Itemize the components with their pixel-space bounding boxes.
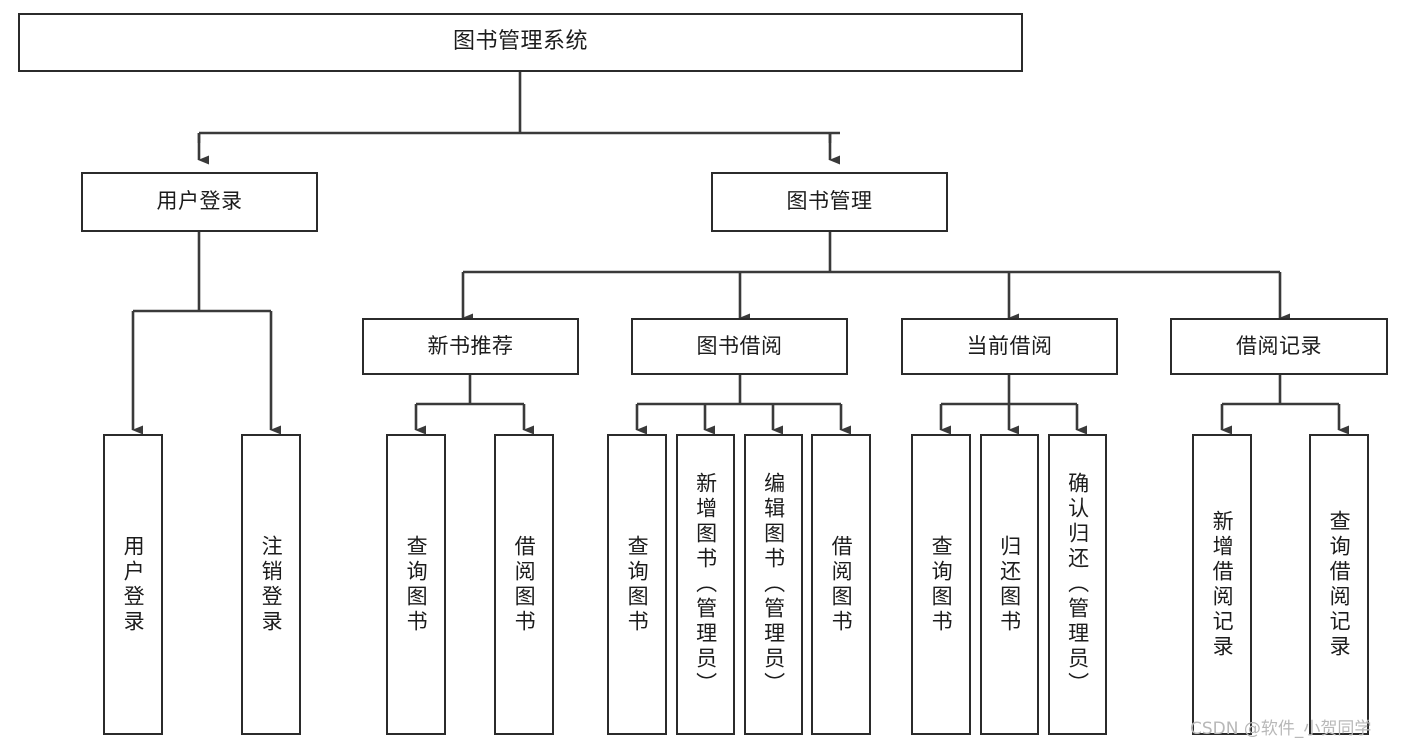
node-leaf-add-record-label: 新增借阅记录	[1210, 509, 1235, 660]
node-new-book-recommend[interactable]: 新书推荐	[362, 318, 579, 375]
node-book-borrow[interactable]: 图书借阅	[631, 318, 848, 375]
node-leaf-confirm-return[interactable]: 确认归还（管理员）	[1048, 434, 1107, 735]
node-root-label: 图书管理系统	[452, 29, 588, 55]
node-leaf-logout-login-label: 注销登录	[259, 534, 284, 635]
node-leaf-borrow-book-2-label: 借阅图书	[829, 534, 854, 635]
node-leaf-query-book-2-label: 查询图书	[625, 534, 650, 635]
node-leaf-user-login[interactable]: 用户登录	[103, 434, 163, 735]
node-leaf-query-record[interactable]: 查询借阅记录	[1309, 434, 1369, 735]
node-leaf-query-book-3-label: 查询图书	[929, 534, 954, 635]
node-borrow-record[interactable]: 借阅记录	[1170, 318, 1388, 375]
node-current-borrow-label: 当前借阅	[966, 333, 1053, 358]
node-book-borrow-label: 图书借阅	[696, 333, 783, 358]
node-book-manage[interactable]: 图书管理	[711, 172, 948, 232]
node-leaf-borrow-book-1[interactable]: 借阅图书	[494, 434, 554, 735]
node-leaf-return-book-label: 归还图书	[997, 534, 1022, 635]
node-leaf-add-book[interactable]: 新增图书（管理员）	[676, 434, 735, 735]
node-root[interactable]: 图书管理系统	[18, 13, 1023, 72]
node-user-login[interactable]: 用户登录	[81, 172, 318, 232]
node-borrow-record-label: 借阅记录	[1236, 333, 1322, 358]
node-leaf-query-book-1[interactable]: 查询图书	[386, 434, 446, 735]
node-leaf-add-record[interactable]: 新增借阅记录	[1192, 434, 1252, 735]
node-leaf-borrow-book-2[interactable]: 借阅图书	[811, 434, 871, 735]
node-user-login-label: 用户登录	[156, 189, 243, 214]
node-current-borrow[interactable]: 当前借阅	[901, 318, 1118, 375]
node-leaf-query-book-1-label: 查询图书	[404, 534, 429, 635]
node-leaf-edit-book[interactable]: 编辑图书（管理员）	[744, 434, 803, 735]
node-leaf-query-record-label: 查询借阅记录	[1327, 509, 1352, 660]
node-leaf-confirm-return-label: 确认归还（管理员）	[1065, 472, 1090, 697]
node-new-book-recommend-label: 新书推荐	[427, 333, 514, 358]
node-leaf-logout-login[interactable]: 注销登录	[241, 434, 301, 735]
node-book-manage-label: 图书管理	[786, 189, 873, 214]
node-leaf-add-book-label: 新增图书（管理员）	[693, 472, 718, 697]
node-leaf-return-book[interactable]: 归还图书	[980, 434, 1039, 735]
node-leaf-user-login-label: 用户登录	[121, 534, 146, 635]
node-leaf-query-book-3[interactable]: 查询图书	[911, 434, 971, 735]
node-leaf-query-book-2[interactable]: 查询图书	[607, 434, 667, 735]
node-leaf-borrow-book-1-label: 借阅图书	[512, 534, 537, 635]
node-leaf-edit-book-label: 编辑图书（管理员）	[761, 472, 786, 697]
